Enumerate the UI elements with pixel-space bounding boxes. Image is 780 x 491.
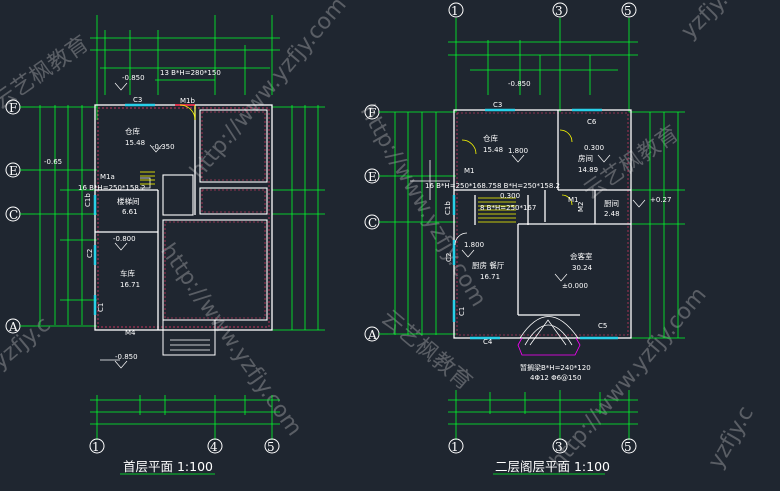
- plan-1-stair: [140, 171, 155, 185]
- plan-1-labels: 13 B*H=280*150 -0.850 C3 M1b 仓库 15.48 -0…: [44, 69, 221, 474]
- axis-top-3: 3: [555, 4, 563, 18]
- p2-beam-note-2: 4Φ12 Φ6@150: [530, 374, 581, 382]
- area-stair: 6.61: [122, 208, 138, 216]
- axis-4: 4: [210, 440, 218, 454]
- axis-5: 5: [267, 440, 275, 454]
- p2-area-bath: 2.48: [604, 210, 620, 218]
- plan-2-walls: [453, 109, 632, 339]
- axis-f: F: [9, 101, 17, 115]
- p2-level-top: -0.850: [508, 80, 531, 88]
- p2-stair-note-b: 8 B*H=250*158.2: [497, 182, 560, 190]
- watermark-url-2: http://www.yzfjy.com: [355, 101, 491, 312]
- p2-stair-note-a: 16 B*H=250*168.75: [425, 182, 497, 190]
- axis-c: C: [9, 208, 18, 222]
- stair-note-top: 13 B*H=280*150: [160, 69, 221, 77]
- p2-room-living: 会客室: [570, 251, 593, 261]
- room-garage: 车库: [120, 268, 135, 278]
- axis-bottom-3: 3: [555, 440, 563, 454]
- stair-note: 16 B*H=250*158.2: [78, 184, 145, 192]
- door-c1: C1: [97, 303, 105, 312]
- p2-level-bath: +0.27: [650, 196, 671, 204]
- plan-1: [35, 15, 325, 475]
- p2-room-storage: 仓库: [483, 133, 498, 143]
- watermark-brand-3: 云艺枫教育: [376, 305, 476, 395]
- p2-area-dining: 16.71: [480, 273, 500, 281]
- room-stair: 楼梯间: [117, 196, 140, 206]
- door-m1b: M1b: [180, 97, 195, 105]
- axis-p2-f: F: [368, 106, 376, 120]
- door-c1b: C1b: [84, 193, 92, 207]
- p2-level-stair: 0.300: [500, 192, 520, 200]
- p2-level-storage: 1.800: [508, 147, 528, 155]
- plan-2-level-markers: [461, 154, 646, 282]
- room-storage: 仓库: [125, 126, 140, 136]
- p2-room-bath: 厨间: [604, 199, 619, 208]
- p2-door-m1: M1: [464, 167, 475, 175]
- area-storage: 15.48: [125, 139, 145, 147]
- plan-2-title: 二层阁层平面 1:100: [495, 459, 610, 474]
- p2-door-c6: C6: [587, 118, 597, 126]
- p2-area-storage: 15.48: [483, 146, 503, 154]
- level-garage: -0.800: [113, 235, 136, 243]
- p2-area-living: 30.24: [572, 264, 593, 272]
- axis-top-5: 5: [624, 4, 632, 18]
- plan-2-labels: -0.850 C3 C6 仓库 15.48 1.800 0.300 房间 14.…: [425, 80, 671, 474]
- axis-bottom-5: 5: [624, 440, 632, 454]
- door-m4: M4: [125, 329, 136, 337]
- p2-door-c3: C3: [493, 101, 502, 109]
- axis-p2-e: E: [368, 170, 377, 184]
- p2-level-living: ±0.000: [562, 282, 588, 290]
- plan-1-axis-markers: 1 4 5 F E C A: [5, 99, 280, 454]
- axis-bottom-1: 1: [451, 440, 459, 454]
- watermark-url: http://www.yzfjy.com: [185, 0, 351, 184]
- p2-level-room: 0.300: [584, 144, 604, 152]
- plan-1-windows: [93, 103, 195, 315]
- axis-e: E: [9, 164, 18, 178]
- p2-level-dining: 1.800: [464, 241, 484, 249]
- plan-1-walls: [94, 104, 273, 356]
- axis-p2-c: C: [368, 216, 377, 230]
- plan-2-windows: [452, 108, 618, 340]
- p2-door-m2: M2: [577, 202, 585, 213]
- p2-stair-note-c: 8 B*H=250*167: [480, 204, 536, 212]
- axis-1: 1: [92, 440, 100, 454]
- plan-1-title: 首层平面 1:100: [123, 459, 213, 474]
- plan-1-level-markers: [114, 82, 163, 369]
- area-garage: 16.71: [120, 281, 140, 289]
- p2-area-room: 14.89: [578, 166, 598, 174]
- watermark-short-3: yzfjy.c: [704, 402, 759, 473]
- left-level: -0.65: [44, 158, 62, 166]
- level-storage: -0.350: [152, 143, 175, 151]
- plan-1-doors: [100, 104, 196, 361]
- p2-door-m1b: M1: [568, 196, 579, 204]
- p2-room-dining: 厨房 餐厅: [472, 260, 505, 270]
- plan-2-doors: [454, 129, 581, 356]
- door-m1a: M1a: [100, 173, 115, 181]
- level-top: -0.850: [122, 74, 145, 82]
- plan-2: [388, 18, 685, 475]
- door-c3: C3: [133, 96, 142, 104]
- p2-door-c2: C2: [445, 253, 453, 262]
- axis-top-1: 1: [451, 4, 459, 18]
- level-bottom: -0.850: [115, 353, 138, 361]
- door-c2: C2: [86, 249, 94, 258]
- p2-door-c5: C5: [598, 322, 607, 330]
- p2-door-c1: C1: [458, 307, 466, 316]
- p2-room-room: 房间: [578, 153, 593, 163]
- p2-door-c4: C4: [483, 338, 493, 346]
- plan-2-stair: [478, 197, 516, 223]
- p2-door-c1b: C1b: [444, 201, 452, 215]
- plan-2-axis-markers: 1 3 5 1 3 5 F E C A: [364, 2, 637, 454]
- watermark-short: yzfjy.c: [677, 0, 742, 44]
- p2-beam-note: 暂搁梁B*H=240*120: [520, 363, 591, 372]
- axis-p2-a: A: [367, 328, 377, 342]
- axis-a: A: [8, 320, 18, 334]
